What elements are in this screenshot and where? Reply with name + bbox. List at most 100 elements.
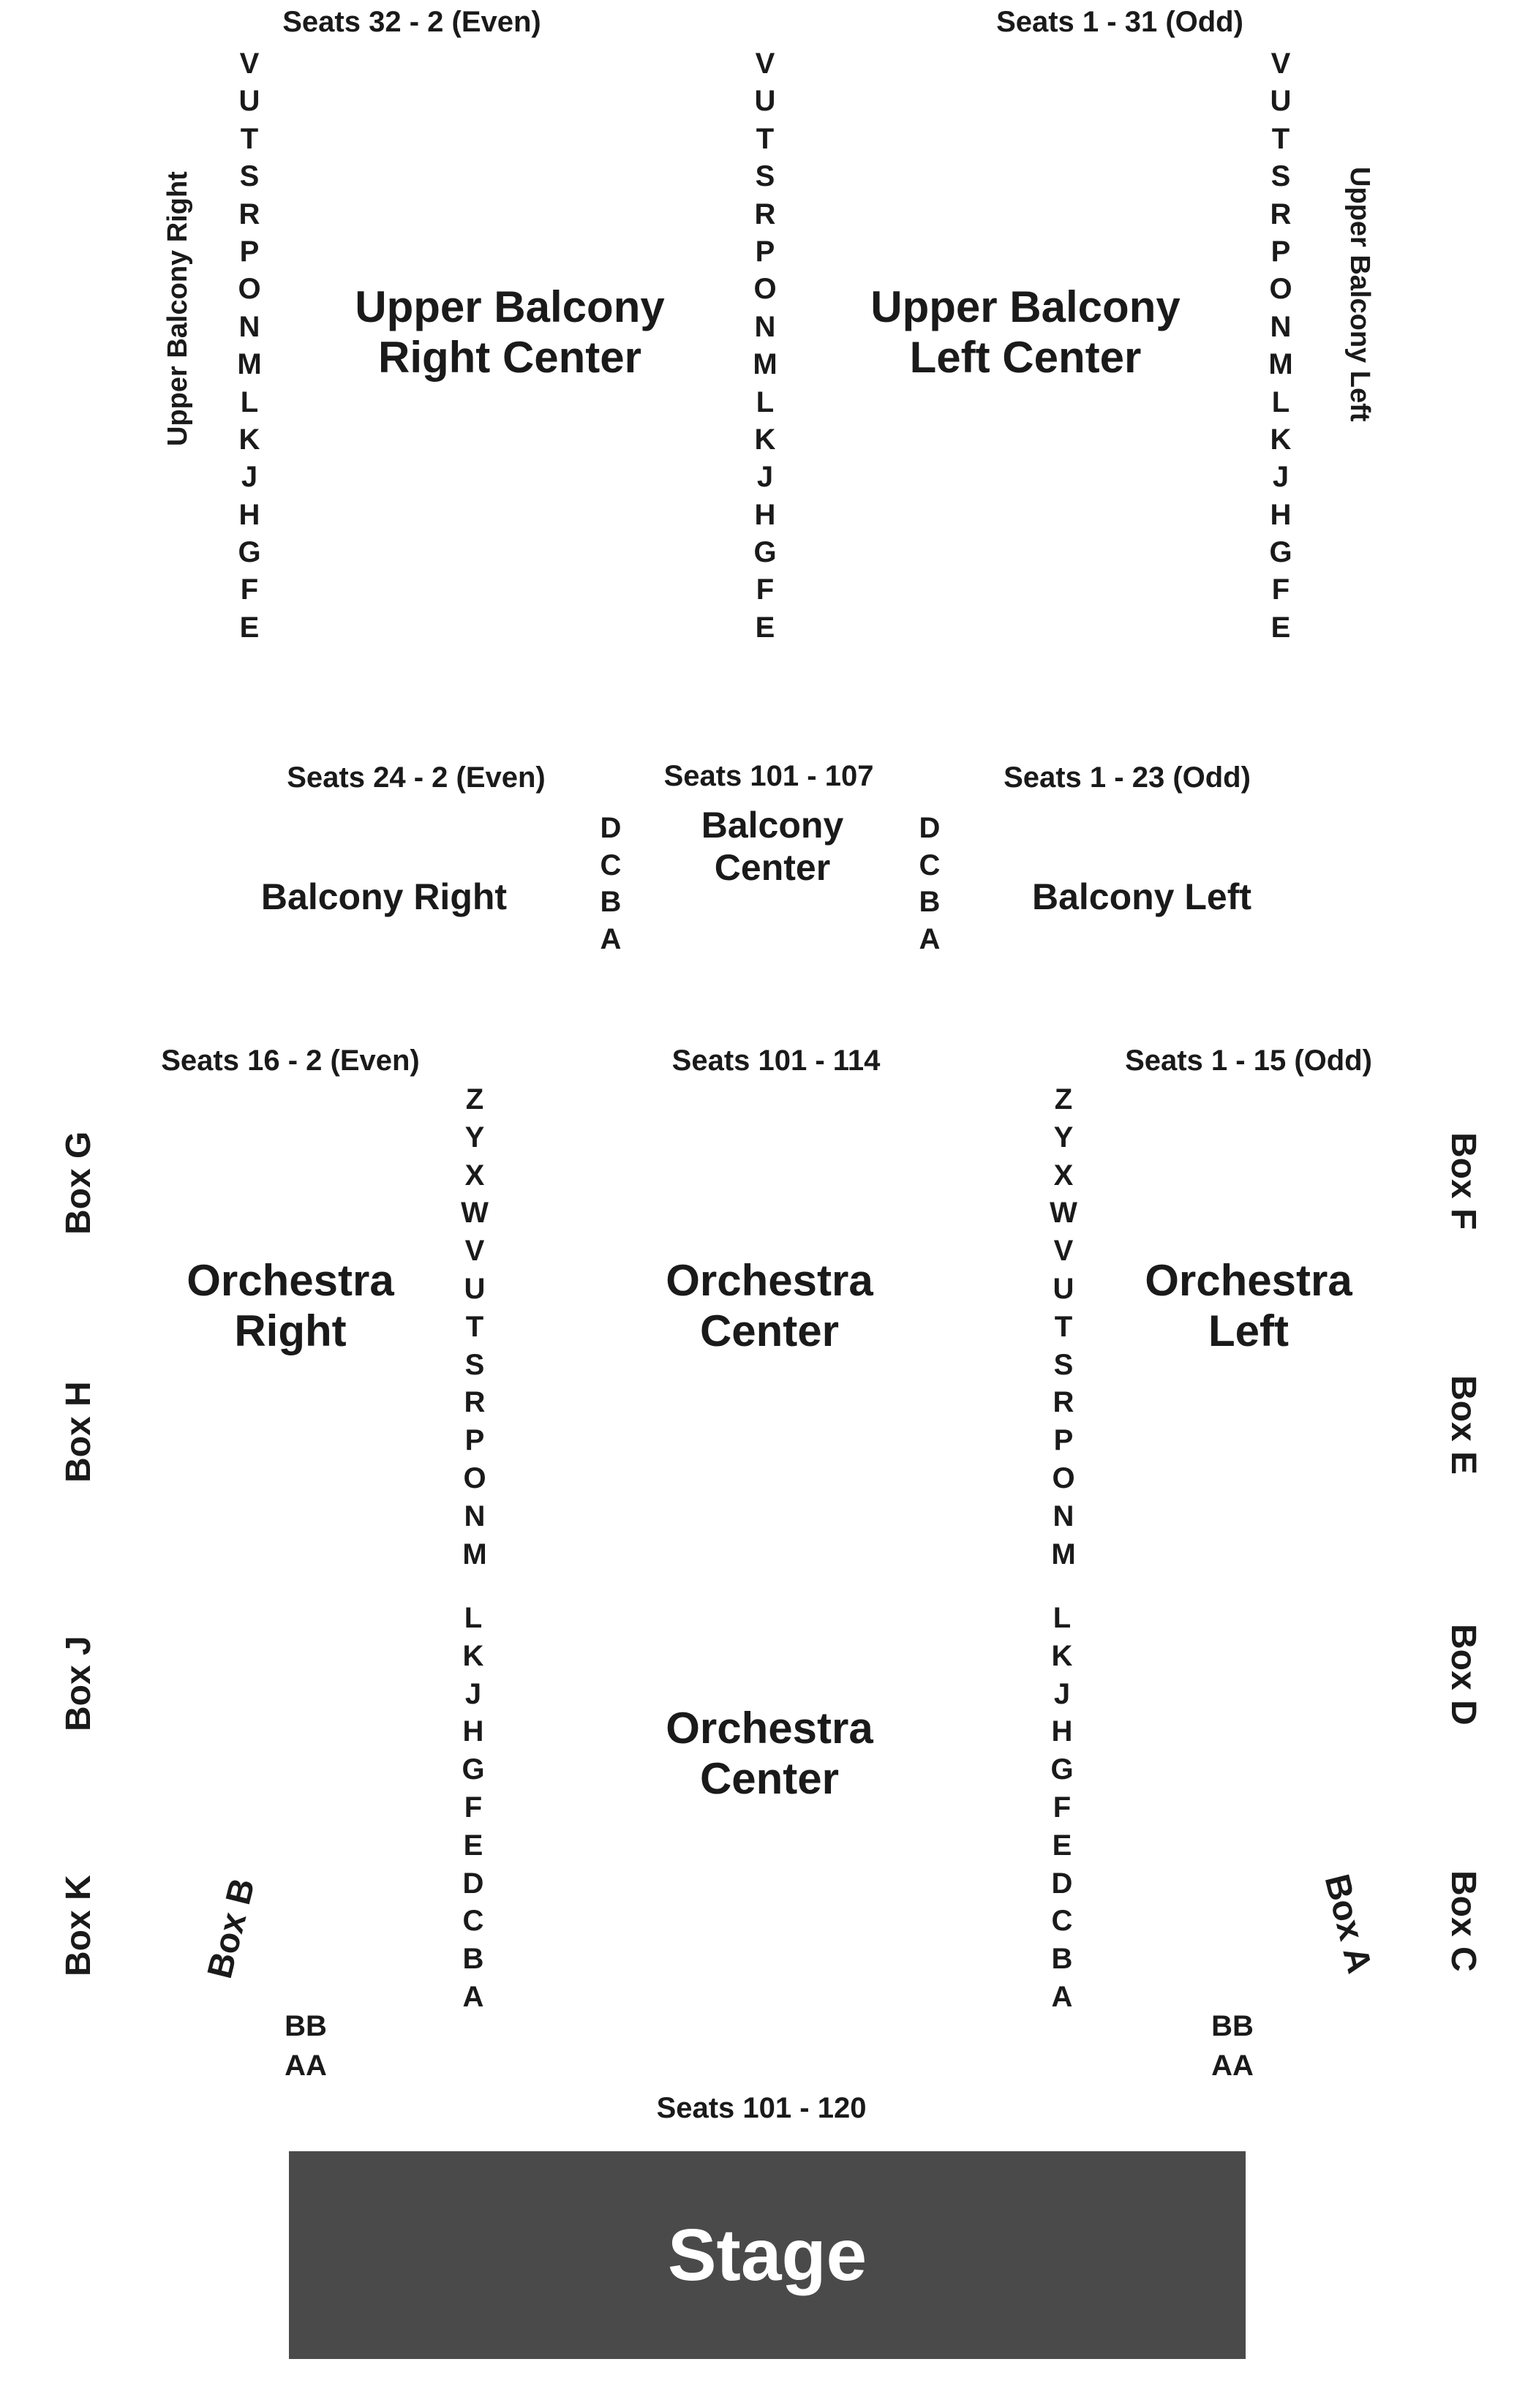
- row-label: V: [1270, 48, 1291, 80]
- row-label: O: [463, 1461, 486, 1494]
- row-label: E: [755, 611, 775, 644]
- row-label: Y: [1053, 1121, 1074, 1154]
- row-label: S: [239, 160, 260, 193]
- row-label: U: [1270, 85, 1292, 118]
- row-label: R: [754, 197, 776, 230]
- upper-balcony-right-side-label: Upper Balcony Right: [162, 171, 193, 446]
- row-label: F: [1271, 573, 1290, 606]
- row-label: L: [756, 385, 775, 418]
- upper-balcony-rows-right: V U T S R P O N M L K J H G F E: [227, 45, 271, 647]
- section-label-line1: Orchestra: [187, 1256, 394, 1305]
- box-b-label[interactable]: Box B: [200, 1874, 263, 1983]
- balcony-left-seat-range: Seats 1 - 23 (Odd): [1004, 761, 1251, 794]
- row-label: D: [600, 812, 622, 844]
- section-label-line2: Right Center: [378, 333, 641, 382]
- row-label: E: [239, 611, 260, 644]
- row-label: D: [1051, 1867, 1073, 1900]
- section-orchestra-front-center[interactable]: Orchestra Center: [666, 1703, 873, 1804]
- section-balcony-right[interactable]: Balcony Right: [260, 876, 508, 917]
- row-label: W: [461, 1197, 489, 1230]
- row-label: S: [1053, 1348, 1074, 1381]
- box-j-label[interactable]: Box J: [59, 1636, 98, 1731]
- row-label: J: [1272, 461, 1290, 494]
- upper-balcony-rows-left: V U T S R P O N M L K J H G F E: [1259, 45, 1303, 647]
- box-h-label[interactable]: Box H: [59, 1381, 98, 1483]
- row-label: C: [600, 849, 622, 881]
- row-label: T: [1271, 122, 1290, 155]
- section-label-line2: Right: [234, 1306, 347, 1355]
- row-label: P: [464, 1424, 485, 1457]
- row-label: V: [755, 48, 775, 80]
- row-label: G: [1269, 536, 1292, 569]
- box-c-label[interactable]: Box C: [1444, 1870, 1483, 1972]
- row-label: J: [756, 461, 774, 494]
- row-label: A: [1051, 1980, 1073, 2013]
- row-label: T: [756, 122, 775, 155]
- row-label: N: [754, 310, 776, 343]
- row-label: Y: [464, 1121, 485, 1154]
- row-label: J: [241, 461, 258, 494]
- stage: Stage: [289, 2151, 1246, 2359]
- row-label: S: [1270, 160, 1291, 193]
- section-balcony-left[interactable]: Balcony Left: [1031, 876, 1252, 917]
- section-upper-balcony-left-center[interactable]: Upper Balcony Left Center: [870, 282, 1180, 383]
- row-label: N: [1270, 310, 1292, 343]
- row-label: O: [753, 273, 777, 306]
- section-label-line1: Orchestra: [1145, 1256, 1352, 1305]
- row-label: U: [464, 1272, 486, 1305]
- row-label: P: [1053, 1424, 1074, 1457]
- section-label-line2: Left: [1208, 1306, 1289, 1355]
- box-k-label[interactable]: Box K: [59, 1875, 98, 1976]
- section-orchestra-center[interactable]: Orchestra Center: [666, 1255, 873, 1356]
- row-label: X: [464, 1159, 485, 1192]
- row-label: P: [1270, 235, 1291, 268]
- row-label: O: [1052, 1461, 1075, 1494]
- orchestra-front-seat-range: Seats 101 - 120: [656, 2092, 867, 2124]
- row-label: F: [756, 573, 775, 606]
- box-d-label[interactable]: Box D: [1444, 1624, 1483, 1726]
- row-label: H: [238, 498, 260, 531]
- row-label: K: [462, 1639, 484, 1672]
- section-label-line1: Balcony: [701, 805, 844, 846]
- row-label: B: [462, 1943, 484, 1976]
- row-label: F: [240, 573, 259, 606]
- row-label: AA: [1211, 2050, 1254, 2082]
- balcony-rows-left: D C B A: [908, 810, 952, 957]
- box-f-label[interactable]: Box F: [1444, 1132, 1483, 1230]
- row-label: O: [238, 273, 261, 306]
- orchestra-center-seat-range: Seats 101 - 114: [671, 1045, 881, 1077]
- row-label: D: [919, 812, 941, 844]
- stage-label: Stage: [667, 2213, 867, 2296]
- section-label-line1: Orchestra: [666, 1704, 873, 1753]
- row-label: N: [238, 310, 260, 343]
- section-upper-balcony-right-center[interactable]: Upper Balcony Right Center: [355, 282, 664, 383]
- row-label: F: [464, 1791, 483, 1824]
- row-label: M: [462, 1538, 487, 1570]
- balcony-right-seat-range: Seats 24 - 2 (Even): [287, 761, 546, 794]
- box-g-label[interactable]: Box G: [59, 1131, 98, 1235]
- row-label: V: [1053, 1235, 1074, 1268]
- row-label: A: [600, 922, 622, 955]
- row-label: B: [1051, 1943, 1073, 1976]
- row-label: G: [753, 536, 777, 569]
- row-label: O: [1269, 273, 1292, 306]
- section-orchestra-left[interactable]: Orchestra Left: [1145, 1255, 1352, 1356]
- upper-balcony-right-seat-range: Seats 32 - 2 (Even): [282, 6, 541, 38]
- row-label: P: [239, 235, 260, 268]
- section-balcony-center[interactable]: Balcony Center: [701, 805, 844, 889]
- row-label: P: [755, 235, 775, 268]
- section-label-line2: Center: [714, 846, 831, 888]
- row-label: R: [464, 1386, 486, 1419]
- row-label: M: [1268, 348, 1293, 381]
- orchestra-front-rows-right: BB AA: [276, 2006, 335, 2085]
- section-label-line1: Orchestra: [666, 1256, 873, 1305]
- row-label: H: [754, 498, 776, 531]
- row-label: W: [1050, 1197, 1077, 1230]
- box-a-label[interactable]: Box A: [1317, 1870, 1379, 1977]
- row-label: D: [462, 1867, 484, 1900]
- section-orchestra-right[interactable]: Orchestra Right: [187, 1255, 394, 1356]
- box-e-label[interactable]: Box E: [1444, 1375, 1483, 1475]
- row-label: A: [919, 922, 941, 955]
- row-label: C: [919, 849, 941, 881]
- row-label: K: [238, 423, 260, 456]
